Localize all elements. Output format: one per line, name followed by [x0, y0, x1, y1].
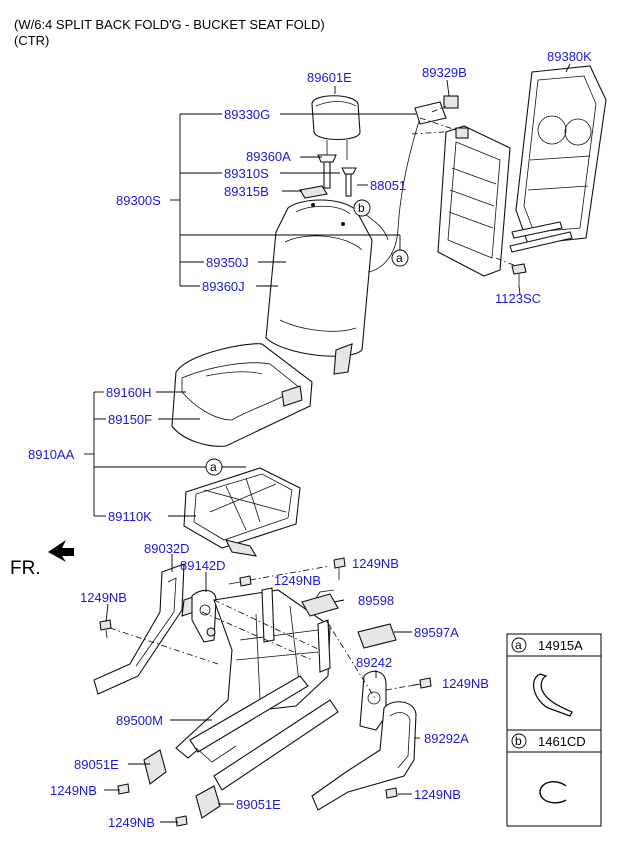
label-1249nb-top[interactable]: 1249NB	[274, 573, 321, 588]
label-89142d[interactable]: 89142D	[180, 558, 226, 573]
label-1249nb-left[interactable]: 1249NB	[80, 590, 127, 605]
seat-back-cushion	[265, 199, 373, 375]
label-1249nb-topright[interactable]: 1249NB	[352, 556, 399, 571]
marker-a-cushion: a	[205, 458, 223, 476]
dash-connector	[411, 131, 445, 135]
label-89110k[interactable]: 89110K	[108, 509, 152, 524]
marker-b: b	[353, 199, 371, 217]
bracket-89242	[359, 670, 387, 731]
legend-b-part[interactable]: 1461CD	[538, 734, 586, 749]
header-subtitle: (CTR)	[14, 33, 49, 48]
label-89292a[interactable]: 89292A	[424, 731, 469, 746]
label-89032d[interactable]: 89032D	[144, 541, 190, 556]
seat-cushion	[171, 343, 313, 447]
svg-text:b: b	[358, 201, 365, 215]
label-89350j[interactable]: 89350J	[206, 255, 249, 270]
header-title: (W/6:4 SPLIT BACK FOLD'G - BUCKET SEAT F…	[14, 17, 325, 32]
headrest-guide-left	[317, 154, 337, 189]
legend-b-letter: b	[515, 734, 522, 748]
label-89242[interactable]: 89242	[356, 655, 392, 670]
assembly-line	[201, 611, 313, 661]
label-89329b[interactable]: 89329B	[422, 65, 467, 80]
label-89598[interactable]: 89598	[358, 593, 394, 608]
seat-lower-frame	[175, 587, 339, 791]
leader-lines	[84, 63, 571, 823]
headrest	[311, 95, 361, 160]
cushion-hole	[341, 222, 345, 226]
label-89330g[interactable]: 89330G	[224, 107, 270, 122]
bolt-1249nb-left	[99, 619, 112, 639]
side-cover-right	[311, 701, 417, 811]
label-8910aa[interactable]: 8910AA	[28, 447, 75, 462]
label-89601e[interactable]: 89601E	[307, 70, 352, 85]
legend-a: a 14915A	[511, 637, 583, 653]
front-arrow-icon	[48, 540, 74, 562]
bolt-1123sc	[495, 257, 527, 286]
seat-cushion-frame	[183, 467, 301, 557]
assembly-line	[385, 683, 421, 691]
cushion-hole	[311, 203, 315, 207]
assembly-line	[109, 627, 219, 665]
assembly-line	[213, 599, 321, 651]
label-89300s[interactable]: 89300S	[116, 193, 161, 208]
label-89051e-upper[interactable]: 89051E	[74, 757, 119, 772]
headrest-guide-right	[341, 167, 357, 197]
bolt-1249nb-bottom	[175, 815, 188, 827]
bolt-1249nb-topright	[333, 557, 346, 580]
seat-back-frame	[437, 125, 511, 277]
label-89597a[interactable]: 89597A	[414, 625, 459, 640]
label-88051[interactable]: 88051	[370, 178, 406, 193]
side-cover-left	[93, 563, 197, 695]
seat-back-panel	[509, 65, 607, 253]
dash-connector	[419, 117, 457, 131]
assembly-line	[249, 565, 331, 581]
c-clip	[539, 781, 567, 804]
legend-a-part[interactable]: 14915A	[538, 638, 583, 653]
label-89360a[interactable]: 89360A	[246, 149, 291, 164]
label-1249nb-lowerleft[interactable]: 1249NB	[50, 783, 97, 798]
front-indicator: FR.	[10, 558, 41, 579]
bolt-1249nb-top	[228, 575, 252, 587]
legend-b: b 1461CD	[511, 733, 586, 749]
svg-text:a: a	[210, 460, 217, 474]
label-89500m[interactable]: 89500M	[116, 713, 163, 728]
label-89150f[interactable]: 89150F	[108, 412, 152, 427]
wire-harness	[367, 117, 421, 273]
latch-89598	[301, 589, 339, 617]
bracket-89051e-lower	[195, 785, 221, 819]
legend-box: a 14915A b 1461CD	[506, 633, 602, 827]
label-89160h[interactable]: 89160H	[106, 385, 152, 400]
latch-cover-89597a	[357, 623, 397, 649]
label-1249nb-lowerright[interactable]: 1249NB	[414, 787, 461, 802]
label-1249nb-bottom[interactable]: 1249NB	[108, 815, 155, 830]
bracket-89051e-upper	[143, 749, 167, 785]
marker-a-back: a	[391, 249, 409, 267]
svg-text:a: a	[396, 251, 403, 265]
actuator-89329b	[414, 95, 459, 125]
label-89310s[interactable]: 89310S	[224, 166, 269, 181]
label-89315b[interactable]: 89315B	[224, 184, 269, 199]
label-89360j[interactable]: 89360J	[202, 279, 245, 294]
bolt-1249nb-lowerleft	[117, 783, 130, 795]
label-1123sc[interactable]: 1123SC	[495, 291, 541, 306]
label-89380k[interactable]: 89380K	[547, 49, 592, 64]
label-89051e-lower[interactable]: 89051E	[236, 797, 281, 812]
hog-ring-clip	[532, 673, 573, 717]
bolt-1249nb-lowerright	[385, 787, 398, 799]
legend-a-letter: a	[515, 638, 522, 652]
bracket-89315b	[299, 185, 328, 199]
assembly-line	[325, 619, 377, 701]
label-1249nb-right[interactable]: 1249NB	[442, 676, 489, 691]
bolt-1249nb-right	[409, 677, 432, 689]
bracket-89142d	[191, 589, 217, 643]
